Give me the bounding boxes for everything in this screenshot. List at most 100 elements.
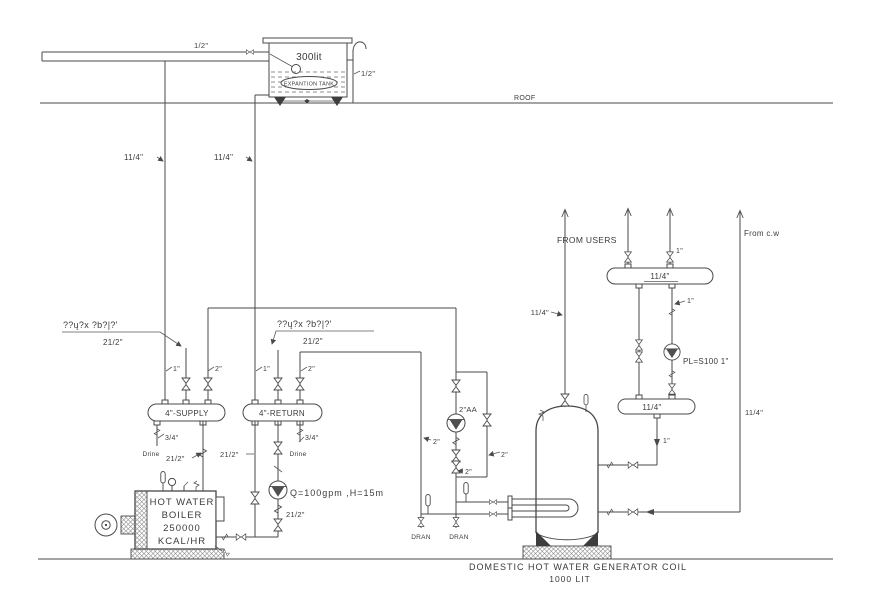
- makeup-size-label: 1/2": [194, 41, 208, 50]
- circulation-pump-icon: [268, 480, 288, 500]
- expansion-tank: 300lit EXPANTION TANK 1/2": [262, 37, 375, 106]
- generator-base: [522, 545, 612, 560]
- drain-right-label: DRAN: [449, 534, 469, 541]
- valve-icon: [235, 533, 247, 541]
- generator-dome: [535, 405, 599, 432]
- users-section: FROM USERS 11/4" 1" 11/4" 1" PL=S100 1" …: [531, 208, 729, 469]
- return-valve1-label: 1": [263, 366, 270, 373]
- valve-icon: [250, 491, 260, 505]
- return-riser: 11/4": [214, 94, 269, 404]
- supply-drain-label: Drine: [142, 451, 159, 458]
- float-arm: [269, 53, 294, 68]
- users-valve-size-label: 1": [676, 248, 683, 255]
- valve-icon: [627, 461, 639, 469]
- drain-valve-icon: [417, 517, 425, 527]
- supply-riser-label: 11/4": [124, 153, 143, 162]
- supply-boiler-pipe-label: 21/2": [166, 454, 185, 463]
- flex-connector-icon: [603, 508, 617, 516]
- valve-icon: [203, 377, 213, 391]
- from-users-label: FROM USERS: [557, 235, 617, 245]
- caption-line2: 1000 LIT: [549, 574, 591, 584]
- expansion-tank-label: EXPANTION TANK: [284, 82, 334, 88]
- return-header-label: 4"-RETURN: [259, 409, 305, 418]
- generator-skirt: [583, 531, 598, 546]
- pressure-gauge-icon: [167, 477, 177, 487]
- valve-icon: [668, 383, 676, 395]
- coil-charging-loop: 2"AA 2" 2" 2" DRAN DRAN: [411, 379, 513, 541]
- valve-icon: [627, 508, 639, 516]
- flex-connector-icon: [668, 305, 676, 319]
- coil-pump-icon: [446, 413, 466, 433]
- drain-left-label: DRAN: [411, 534, 431, 541]
- return-boiler-pipe-label: 21/2": [220, 450, 239, 459]
- coil-bypass-size-label: 2": [501, 452, 508, 459]
- return-valve2-label: 2": [308, 366, 315, 373]
- return-riser-label: 11/4": [214, 153, 233, 162]
- tank-volume-label: 300lit: [296, 52, 322, 63]
- boiler-line-3: 250000: [163, 523, 201, 534]
- return-drain-label: Drine: [289, 451, 306, 458]
- coil-supply-size-label: 2": [465, 469, 472, 476]
- valve-icon: [181, 377, 191, 391]
- recirc-pump-label: PL=S100 1": [683, 357, 729, 366]
- callout-right-size: 21/2": [303, 337, 323, 346]
- return-run: [300, 351, 422, 528]
- boiler-line-1: HOT WATER: [150, 497, 215, 508]
- boiler-line-2: BOILER: [162, 510, 203, 521]
- valve-icon: [635, 351, 643, 363]
- thermometer-icon: [463, 482, 469, 503]
- boiler-pump-size-label: 21/2": [286, 510, 305, 519]
- bypass-valve-icon: [482, 413, 492, 427]
- return-header-vessel: [242, 403, 323, 422]
- test-cock-icon: [183, 481, 189, 487]
- valve-icon: [666, 251, 674, 263]
- cold-water-feed: From c.w 11/4": [598, 210, 779, 516]
- boiler-base: [130, 548, 225, 560]
- safety-valve-icon: [193, 480, 200, 491]
- valve-icon: [246, 49, 254, 55]
- overflow-size-label: 1/2": [361, 69, 375, 78]
- valve-icon: [635, 339, 643, 351]
- drain-valve-icon: [452, 517, 460, 527]
- flange-icon: [507, 495, 513, 509]
- return-header: 1" 2" 4"-RETURN 21/2" Q=100gpm ,H=15m 21…: [220, 350, 384, 537]
- tank-inlet-size-label: 11/4": [531, 308, 549, 317]
- flow-arrow-icon: [645, 509, 654, 515]
- valve-icon: [451, 449, 461, 463]
- recirc-size-label: 1": [687, 298, 694, 305]
- thermometer-icon: [160, 471, 166, 492]
- header1-label: 11/4": [650, 272, 669, 281]
- supply-header: 1" 2" 4"-SUPPLY 3/4" Drine 21/2": [142, 308, 226, 491]
- makeup-feed-lines: 1/2": [41, 41, 269, 62]
- recirc-pump-icon: [663, 343, 681, 361]
- roof-line: ROOF: [40, 95, 833, 104]
- flex-connector-icon: [603, 461, 617, 469]
- flex-connector-icon: [668, 367, 676, 381]
- flange-icon: [507, 507, 513, 521]
- valve-icon: [273, 441, 283, 455]
- supply-drain-size-label: 3/4": [165, 435, 179, 442]
- caption-line1: DOMESTIC HOT WATER GENERATOR COIL: [469, 562, 687, 572]
- tank-foot-icon: [274, 97, 286, 106]
- valve-icon: [451, 379, 461, 393]
- flex-connector-icon: [153, 425, 161, 439]
- flex-connector-icon: [452, 433, 460, 449]
- valve-icon: [273, 518, 283, 532]
- boiler-pump-spec-label: Q=100gpm ,H=15m: [290, 488, 384, 498]
- return-drain-size-label: 3/4": [305, 435, 319, 442]
- float-ball-icon: [291, 64, 301, 74]
- check-valve-icon: [489, 511, 497, 517]
- callout-right-text: ??ų?x ?b?|?': [277, 319, 332, 329]
- supply-valve2-label: 2": [215, 366, 222, 373]
- flow-arrow-icon: [654, 439, 660, 447]
- supply-header-label: 4"-SUPPLY: [165, 409, 209, 418]
- header2-label: 11/4": [642, 403, 661, 412]
- callout-right: ??ų?x ?b?|?' 21/2": [270, 319, 374, 346]
- cw-label: From c.w: [744, 229, 779, 238]
- supply-valve1-label: 1": [173, 366, 180, 373]
- callout-left-size: 21/2": [103, 338, 123, 347]
- heating-coil: [512, 498, 579, 518]
- valve-icon: [273, 377, 283, 391]
- flex-connector-icon: [274, 500, 282, 518]
